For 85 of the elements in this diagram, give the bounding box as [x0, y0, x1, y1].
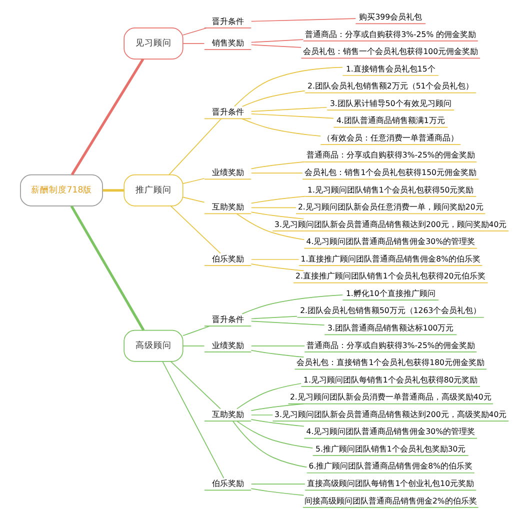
node-text: 3.见习顾问团队新会员普通商品销售额达到200元，顾问奖励40元	[274, 220, 506, 229]
connector	[250, 106, 327, 112]
node-text: 2.见习顾问团队新会员任意消费一单，顾问奖励20元	[297, 202, 483, 212]
connector	[182, 345, 204, 346]
node-text: 伯乐奖励	[211, 479, 244, 488]
connector	[250, 196, 305, 204]
connector	[241, 118, 321, 137]
node-text: 直接高级顾问团队每销售1个创业礼包10元奖励	[306, 479, 474, 488]
connector	[234, 66, 342, 107]
connector	[236, 420, 313, 449]
node-text: 2.团队会员礼包销售额50万元（1263个会员礼包）	[300, 306, 481, 316]
connector	[236, 213, 304, 240]
node-text: 1.孵化10个直接推广顾问	[345, 288, 435, 298]
node-text: 4.见习顾问团队普通商品销售佣金30%的管理奖	[306, 237, 474, 246]
connector	[70, 58, 144, 176]
connector	[182, 196, 204, 203]
connector	[250, 39, 304, 43]
node-text: 晋升条件	[211, 108, 244, 117]
node-text: 晋升条件	[211, 16, 244, 26]
node-text: 1.见习顾问团队销售1个会员礼包获得50元奖励	[307, 185, 474, 194]
node-box: 推广顾问	[123, 174, 183, 206]
node-text: 1.直接销售会员礼包15个	[345, 64, 435, 74]
connector	[250, 212, 304, 220]
connector	[250, 403, 304, 412]
connector	[182, 43, 204, 44]
connector	[102, 189, 124, 192]
connector	[250, 18, 356, 22]
node-text: 会员礼包：直接销售1个会员礼包获得180元佣金奖励	[296, 358, 484, 368]
node-text: 1.见习顾问团队每销售1个会员礼包获得80元奖励	[303, 375, 478, 384]
connector	[162, 361, 224, 478]
connector	[250, 414, 273, 416]
connector	[250, 488, 304, 496]
node-box: 见习顾问	[123, 28, 183, 60]
connector	[250, 207, 296, 208]
connector	[241, 294, 343, 314]
node-text: 5.推广顾问团队销售1个会员礼包奖励30元	[315, 444, 466, 454]
connector	[250, 161, 305, 170]
connector	[182, 178, 204, 184]
node-text: 普通商品：分享或自购获得3%-25% 的佣金奖励	[304, 30, 476, 39]
node-text: 会员礼包：销售1个会员礼包获得150元佣金奖励	[304, 168, 476, 178]
connector	[241, 90, 305, 107]
connector	[250, 418, 304, 427]
connector	[70, 206, 144, 331]
node-text: 普通商品：分享或自购获得3%-25%的佣金奖励	[306, 150, 474, 160]
connector	[250, 484, 305, 485]
node-text: 互助奖励	[211, 410, 244, 419]
node-text: 2.直接推广顾问团队销售1个会员礼包获得20元伯乐奖	[295, 272, 486, 281]
node-box: 薪酬制度718版	[20, 174, 102, 206]
connector	[182, 326, 210, 336]
node-text: 业绩奖励	[211, 340, 244, 350]
node-text: 业绩奖励	[211, 168, 244, 178]
node-box: 高级顾问	[123, 330, 183, 362]
node-text: 普通商品：分享或自购获得3%-25%的佣金奖励	[306, 340, 474, 350]
node-text: 会员礼包：销售一个会员礼包获得100元佣金奖励	[302, 47, 478, 56]
node-text: 互助奖励	[211, 202, 244, 212]
connector	[232, 420, 307, 468]
node-text: 4.见习顾问团队普通商品销售佣金30%的管理奖	[306, 427, 474, 436]
node-text: 2.见习顾问团队新会员消费一单普通商品，高级奖励40元	[289, 392, 491, 402]
connector	[250, 259, 299, 260]
connector	[250, 316, 297, 320]
connector	[250, 345, 305, 346]
node-text: 间接高级顾问团队普通商品销售佣金2%的伯乐奖	[304, 496, 476, 506]
connector	[236, 383, 302, 410]
node-text: 1.直接推广顾问团队普通商品销售佣金8%的伯乐奖	[300, 254, 480, 264]
node-text: 3.团队累计辅导50个有效见习顾问	[329, 98, 451, 108]
node-text: 晋升条件	[211, 314, 244, 324]
node-text: 销售奖励	[211, 38, 244, 48]
connector	[168, 118, 222, 176]
connector	[250, 172, 302, 174]
connector	[250, 113, 334, 119]
node-text: 伯乐奖励	[211, 254, 244, 264]
connector	[170, 206, 220, 254]
node-text: 2.团队会员礼包销售额2万元（51个会员礼包）	[307, 82, 474, 91]
connector	[250, 263, 304, 272]
connector	[182, 28, 206, 36]
connector	[250, 350, 304, 358]
connector	[250, 320, 324, 326]
node-text: 3.见习顾问团队新会员普通商品销售额达到200元，高级奖励40元	[274, 410, 506, 419]
node-text: 4.团队普通商品销售额满1万元	[336, 116, 444, 126]
node-text: 6.推广顾问团队普通商品销售佣金8%的伯乐奖	[308, 462, 472, 471]
connector	[250, 44, 301, 48]
node-text: 3.团队普通商品销售额达标100万元	[327, 324, 454, 333]
connector	[170, 361, 220, 410]
node-text: 购买399会员礼包	[358, 12, 422, 22]
node-text: （有效会员：任意消费一单普通商品）	[322, 133, 458, 142]
